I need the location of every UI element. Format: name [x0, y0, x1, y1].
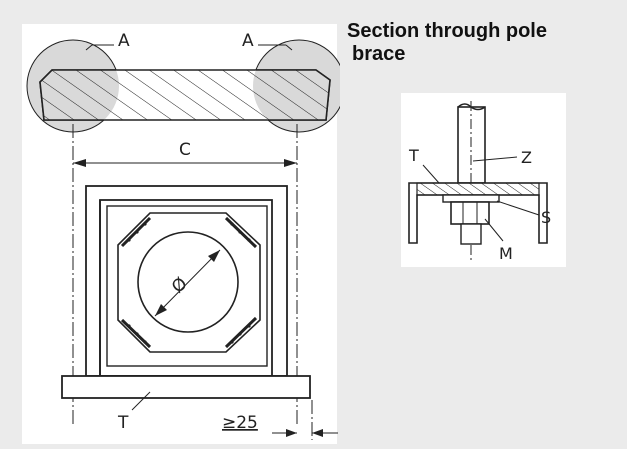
- dimension-c: [73, 159, 297, 167]
- label-a-left: A: [118, 31, 130, 51]
- label-c: C: [179, 140, 191, 160]
- nut-m: [450, 201, 490, 225]
- section-title: Section through pole brace: [347, 20, 617, 66]
- dimension-min-gap: [272, 429, 338, 437]
- label-t-main: T: [117, 413, 129, 433]
- label-t-section: T: [408, 146, 419, 165]
- dimension-diameter: [154, 249, 221, 317]
- label-z: Z: [521, 148, 532, 167]
- label-a-right: A: [242, 31, 254, 51]
- section-drawing: T Z S M: [408, 101, 551, 263]
- label-m: M: [499, 244, 513, 263]
- washer-s: [442, 194, 500, 203]
- label-min-gap: ≥25: [222, 413, 258, 433]
- base-plate-t: [61, 375, 311, 399]
- main-drawing: A A C Ø: [26, 31, 340, 440]
- bolt-end: [460, 223, 482, 245]
- section-title-line-1: Section through pole: [347, 20, 547, 42]
- bracket-bolts: [127, 222, 251, 344]
- section-title-line-2: brace: [352, 43, 406, 65]
- label-s: S: [541, 208, 551, 227]
- leader-t-main: [131, 391, 151, 411]
